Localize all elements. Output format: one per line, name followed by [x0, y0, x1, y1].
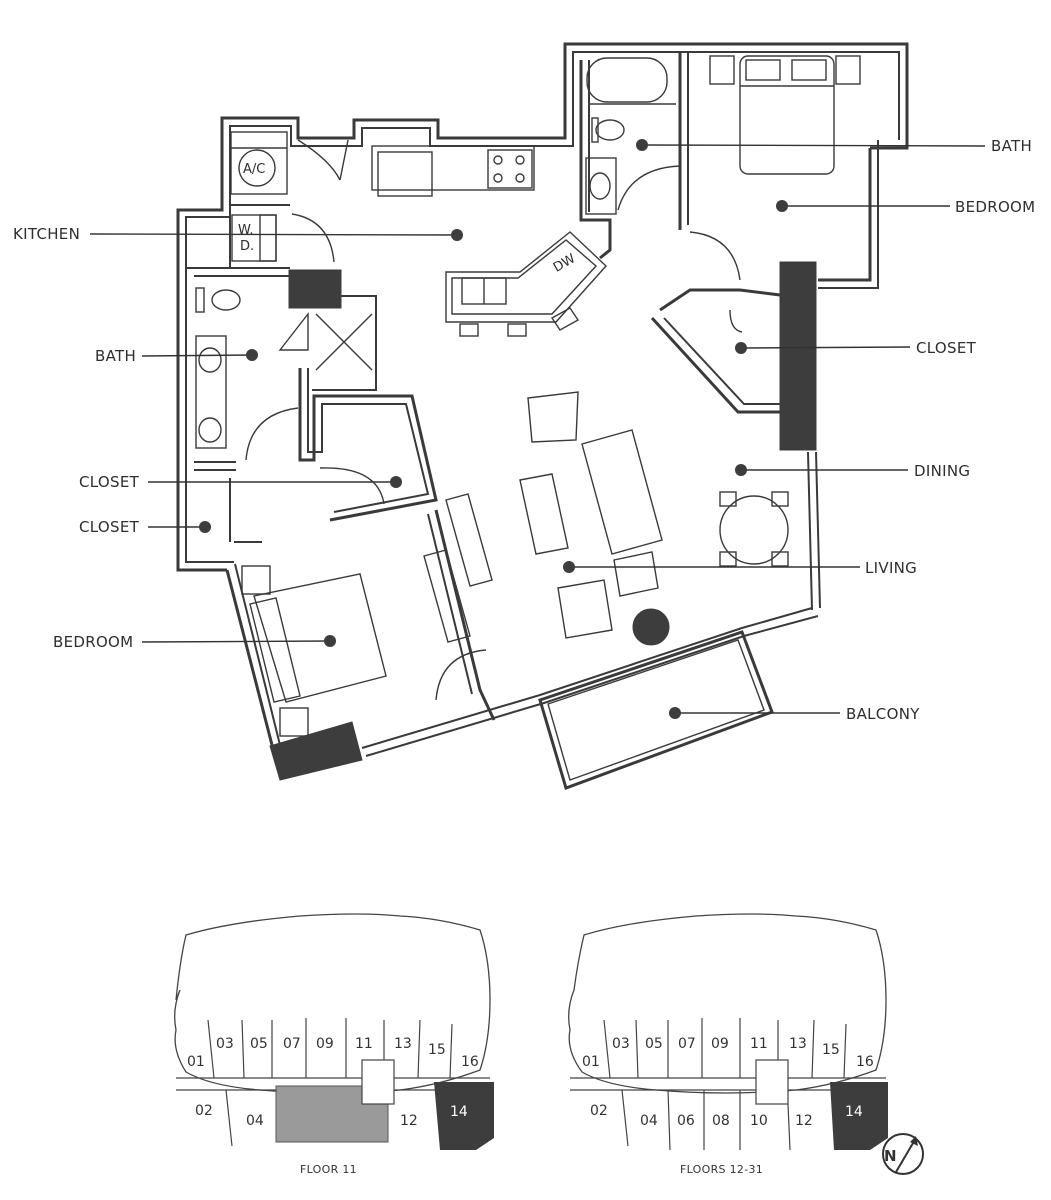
keyplan-floors-12-31: 01 03 05 07 09 11 13 15 16 02 04 06 08 1…: [568, 913, 888, 1176]
room-callouts: KITCHEN BATH CLOSET CLOSET BEDROOM BATH …: [13, 137, 1035, 723]
kp2-unit-14: 14: [845, 1104, 863, 1120]
kp1-unit-03: 03: [216, 1036, 234, 1052]
label-closet-left-1: CLOSET: [79, 473, 140, 491]
kp1-unit-16: 16: [461, 1054, 479, 1070]
kp2-unit-07: 07: [678, 1036, 696, 1052]
kp2-unit-02: 02: [590, 1103, 608, 1119]
kp2-unit-06: 06: [677, 1113, 695, 1129]
kp2-unit-05: 05: [645, 1036, 663, 1052]
label-kitchen: KITCHEN: [13, 225, 80, 243]
kp2-unit-10: 10: [750, 1113, 768, 1129]
kp1-unit-05: 05: [250, 1036, 268, 1052]
kp1-unit-01: 01: [187, 1054, 205, 1070]
kp1-unit-11: 11: [355, 1036, 373, 1052]
interior-walls: [186, 52, 781, 721]
kp1-unit-15: 15: [428, 1042, 446, 1058]
kp2-unit-03: 03: [612, 1036, 630, 1052]
fixtures: [195, 55, 861, 737]
kp1-unit-04: 04: [246, 1113, 264, 1129]
keyplan-floor-11: 01 03 05 07 09 11 13 15 16 02 04 12 14 F…: [174, 913, 494, 1176]
label-balcony: BALCONY: [846, 705, 920, 723]
outer-walls: [176, 42, 909, 757]
fixture-labels: A/C W. D. DW: [238, 162, 578, 276]
kp1-unit-07: 07: [283, 1036, 301, 1052]
north-compass-icon: N: [882, 1133, 924, 1175]
kp1-caption: FLOOR 11: [300, 1163, 357, 1176]
washer-label: W.: [238, 223, 254, 238]
kp2-unit-11: 11: [750, 1036, 768, 1052]
label-closet-left-2: CLOSET: [79, 518, 140, 536]
kp1-unit-02: 02: [195, 1103, 213, 1119]
structural-columns: [269, 261, 817, 781]
dishwasher-label: DW: [551, 251, 578, 275]
kp2-unit-04: 04: [640, 1113, 658, 1129]
kp2-unit-12: 12: [795, 1113, 813, 1129]
kp1-unit-09: 09: [316, 1036, 334, 1052]
label-bedroom-left: BEDROOM: [53, 633, 133, 651]
kp2-unit-09: 09: [711, 1036, 729, 1052]
kp2-unit-01: 01: [582, 1054, 600, 1070]
kp1-unit-12: 12: [400, 1113, 418, 1129]
label-dining: DINING: [914, 462, 970, 480]
door-swings: [245, 139, 743, 701]
kp2-unit-13: 13: [789, 1036, 807, 1052]
compass-letter: N: [884, 1147, 897, 1165]
kp2-unit-08: 08: [712, 1113, 730, 1129]
balcony-outline: [538, 630, 774, 790]
label-living: LIVING: [865, 559, 917, 577]
label-bath-left: BATH: [95, 347, 136, 365]
kp2-unit-15: 15: [822, 1042, 840, 1058]
kp2-caption: FLOORS 12-31: [680, 1163, 763, 1176]
kp1-unit-13: 13: [394, 1036, 412, 1052]
label-closet-right: CLOSET: [916, 339, 977, 357]
dryer-label: D.: [240, 239, 254, 254]
label-bedroom-right: BEDROOM: [955, 198, 1035, 216]
kp2-unit-16: 16: [856, 1054, 874, 1070]
kp1-unit-14: 14: [450, 1104, 468, 1120]
ac-label: A/C: [243, 162, 265, 177]
label-bath-right: BATH: [991, 137, 1032, 155]
